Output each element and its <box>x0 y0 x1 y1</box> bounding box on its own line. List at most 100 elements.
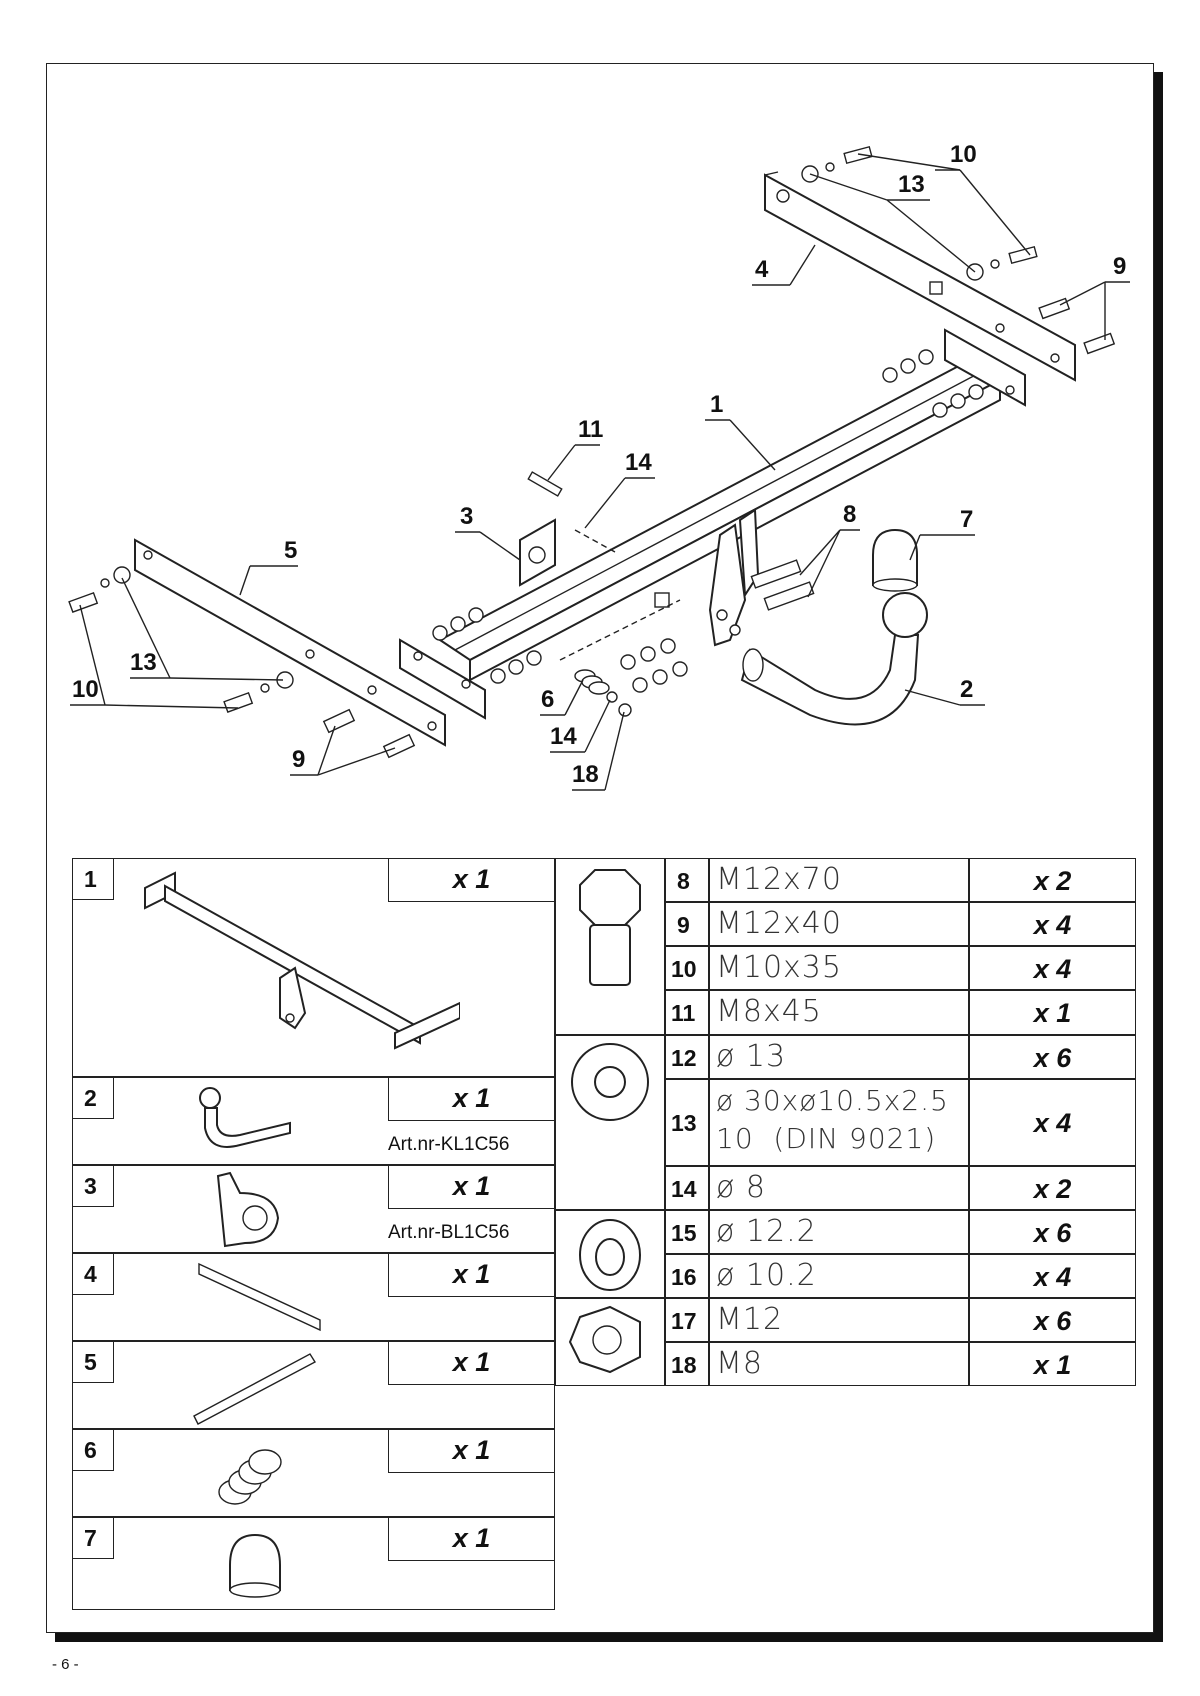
spring-6 <box>574 669 610 695</box>
part-number-box <box>72 1253 114 1295</box>
part-number: 16 <box>671 1264 697 1290</box>
crossbar-thumbnail <box>144 871 460 1050</box>
part-number: 10 <box>671 956 697 982</box>
tow-ball-2 <box>740 592 928 726</box>
quantity-box <box>388 858 555 902</box>
plate-hole <box>413 651 423 661</box>
part-quantity: x 1 <box>452 1347 491 1377</box>
quantity-box <box>388 1253 555 1297</box>
bolt-image-cell <box>555 858 665 1035</box>
part-quantity: x 6 <box>1033 1306 1072 1336</box>
callout-1: 1 <box>710 391 723 418</box>
callout-13-top: 13 <box>898 171 925 198</box>
part-spec: M8x45 <box>716 994 822 1029</box>
part-spec: ø 30xø10.5x2.5 10 (DIN 9021) <box>716 1084 949 1155</box>
part-row-5 <box>72 1341 555 1429</box>
part-spec: M10x35 <box>716 950 842 985</box>
crossbar-left-plate <box>399 638 486 720</box>
tow-ball-thumbnail <box>199 1087 291 1148</box>
part-quantity: x 4 <box>1033 1108 1072 1138</box>
callout-3: 3 <box>460 503 473 530</box>
nut-icon <box>568 1305 641 1374</box>
callout-4: 4 <box>755 256 769 283</box>
part-quantity: x 1 <box>452 1083 491 1113</box>
article-number: Art.nr-KL1C56 <box>388 1134 510 1155</box>
part-number: 13 <box>671 1110 697 1136</box>
part-number: 6 <box>84 1437 97 1463</box>
part-row-2 <box>72 1077 555 1165</box>
callout-11: 11 <box>578 416 603 443</box>
part-spec: ø 8 <box>716 1170 766 1205</box>
part-spec: M12x40 <box>716 906 842 941</box>
part-number: 4 <box>84 1261 97 1287</box>
left-fasteners <box>68 566 416 759</box>
callout-14-bottom: 14 <box>550 723 577 750</box>
socket-plate-3 <box>519 518 556 587</box>
part-spec: M12 <box>716 1302 784 1337</box>
part-number: 7 <box>84 1525 97 1551</box>
tow-bracket <box>708 508 760 647</box>
part-quantity: x 1 <box>1033 1350 1072 1380</box>
part-number-box <box>72 858 114 900</box>
callout-5: 5 <box>284 537 297 564</box>
page-number: - 6 - <box>52 1656 79 1673</box>
part-spec: M8 <box>716 1346 763 1381</box>
washer-14 <box>606 691 618 703</box>
part-number: 15 <box>671 1220 697 1246</box>
part-number: 17 <box>671 1308 697 1334</box>
callout-13-left: 13 <box>130 649 157 676</box>
part-quantity: x 6 <box>1033 1218 1072 1248</box>
part-number: 18 <box>671 1352 697 1378</box>
side-member-5 <box>134 538 446 747</box>
leader-lines <box>70 153 1130 791</box>
quantity-box <box>388 1077 555 1121</box>
part-number-box <box>72 1517 114 1559</box>
quantity-box <box>388 1341 555 1385</box>
part-number: 12 <box>671 1045 697 1071</box>
side-member-4 <box>764 171 1076 382</box>
part-row-1 <box>72 858 555 1077</box>
bolt-8 <box>763 581 815 611</box>
plate-hole <box>1005 385 1015 395</box>
bracket-fasteners <box>620 592 688 693</box>
part-quantity: x 2 <box>1033 866 1072 896</box>
part-quantity: x 1 <box>452 1435 491 1465</box>
exploded-assembly-diagram: 10 13 4 9 1 11 14 3 5 8 7 2 13 10 9 6 14… <box>68 141 1130 791</box>
nut-18 <box>618 703 632 717</box>
spring-washer-image-cell <box>555 1210 665 1298</box>
part-quantity: x 4 <box>1033 1262 1072 1292</box>
side-member-4-thumbnail <box>198 1262 321 1332</box>
part-quantity: x 4 <box>1033 910 1072 940</box>
part-row-3 <box>72 1165 555 1253</box>
callout-18: 18 <box>572 761 599 788</box>
part-spec: ø 10.2 <box>716 1258 817 1293</box>
socket-plate-thumbnail <box>216 1171 280 1248</box>
part-row-7 <box>72 1517 555 1610</box>
part-quantity: x 1 <box>1033 998 1072 1028</box>
part-quantity: x 1 <box>452 1259 491 1289</box>
part-number: 2 <box>84 1085 97 1111</box>
part-spec: ø 12.2 <box>716 1214 817 1249</box>
quantity-box <box>388 1429 555 1473</box>
right-plate-fasteners <box>882 349 984 418</box>
part-number: 1 <box>84 866 97 892</box>
part-number: 8 <box>677 868 690 894</box>
left-plate-fasteners <box>432 607 542 684</box>
callout-10-left: 10 <box>72 676 99 703</box>
article-number: Art.nr-BL1C56 <box>388 1222 510 1243</box>
part-number-box <box>72 1341 114 1383</box>
part-number: 9 <box>677 912 690 938</box>
part-number-box <box>72 1165 114 1207</box>
plate-hole <box>461 679 471 689</box>
part-number-box <box>72 1077 114 1119</box>
part-number: 14 <box>671 1176 697 1202</box>
callout-7: 7 <box>960 506 973 533</box>
spring-thumbnail <box>218 1449 282 1505</box>
washer-icon <box>571 1043 649 1121</box>
callout-6: 6 <box>541 686 554 713</box>
part-row-4 <box>72 1253 555 1341</box>
callout-14-top: 14 <box>625 449 652 476</box>
part-row-6 <box>72 1429 555 1517</box>
part-quantity: x 4 <box>1033 954 1072 984</box>
quantity-box <box>388 1165 555 1209</box>
